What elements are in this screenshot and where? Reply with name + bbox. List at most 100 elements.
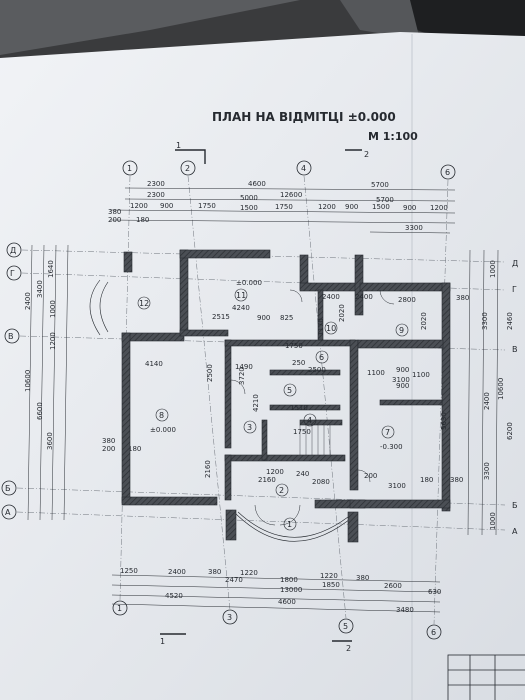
dim-left-3: 2400 [24, 292, 32, 310]
section-2-bottom: 2 [346, 644, 351, 653]
sheet-scale: М 1:100 [368, 130, 418, 143]
idim-20: 2020 [420, 312, 428, 330]
dim-top-4e: 5700 [376, 196, 394, 204]
axis-bottom-6: 6 [431, 628, 436, 637]
room-11-id: 11 [236, 291, 246, 300]
idim-8: 2500 [206, 364, 214, 382]
idim-21: 1750 [293, 428, 311, 436]
idim-11: 2500 [308, 366, 326, 374]
axis-right-D: Д [512, 259, 518, 268]
room-8-id: 8 [159, 411, 164, 420]
dim-top-4c: 180 [136, 216, 149, 224]
dim-top-3h: 1500 [372, 203, 390, 211]
axis-right-B: Б [512, 501, 518, 510]
idim-26: 200 [364, 472, 377, 480]
idim-25: 2080 [312, 478, 330, 486]
dim-right-6: 3300 [483, 462, 491, 480]
idim-10: 1510 [290, 404, 308, 412]
axis-top-2: 2 [185, 164, 190, 173]
dim-bot-1g: 380 [356, 574, 369, 582]
dim-right-1: 1000 [489, 260, 497, 278]
axis-right-A: А [512, 527, 518, 536]
idim-28: 180 [420, 476, 433, 484]
axis-top-1: 1 [127, 164, 132, 173]
dim-right-4: 10600 [497, 378, 505, 400]
top-dimension-lines [109, 187, 456, 234]
idim-24: 240 [296, 470, 309, 478]
axis-right-G: Г [512, 285, 517, 294]
idim-29: 380 [450, 476, 463, 484]
dim-top-4b: 200 [108, 216, 121, 224]
axis-left-B: Б [5, 484, 11, 493]
dim-top-3i: 900 [403, 204, 416, 212]
idim-9: 250 [292, 359, 305, 367]
dim-bot-4a: 4600 [278, 598, 296, 606]
dim-left-11: 200 [102, 445, 115, 453]
axis-left-G: Г [10, 269, 15, 278]
dim-bot-1f: 1220 [320, 572, 338, 580]
room-3-id: 3 [247, 423, 252, 432]
dim-top-3f: 1200 [318, 203, 336, 211]
idim-32: 900 [396, 382, 409, 390]
idim-6: 4210 [252, 394, 260, 412]
idim-33: 2400 [322, 293, 340, 301]
room-4-id: 4 [307, 416, 312, 425]
idim-27: 3100 [388, 482, 406, 490]
dim-bot-1c: 380 [208, 568, 221, 576]
axis-top-6: 6 [445, 168, 450, 177]
room-10-id: 10 [326, 324, 336, 333]
section-1-top: 1 [176, 141, 181, 150]
dim-left-1: 1640 [47, 260, 55, 278]
dim-bot-4b: 3480 [396, 606, 414, 614]
section-1-bottom: 1 [160, 637, 165, 646]
room-9-id: 9 [399, 326, 404, 335]
walls [121, 249, 451, 512]
dim-bot-1a: 1250 [120, 567, 138, 575]
idim-19: 2020 [338, 304, 346, 322]
room-2-id: 2 [279, 486, 284, 495]
axis-bubbles-top [122, 160, 456, 180]
dim-top-1c: 5700 [371, 181, 389, 189]
top-right-lamp [340, 0, 420, 40]
dim-top-2a: 2300 [147, 191, 165, 199]
dim-bot-1d: 1220 [240, 569, 258, 577]
porch [89, 279, 359, 543]
idim-22: 1200 [266, 468, 284, 476]
dim-right-5: 6200 [506, 422, 514, 440]
dim-bot-1b: 2400 [168, 568, 186, 576]
axis-left-V: В [8, 332, 14, 341]
dim-left-5: 1200 [49, 332, 57, 350]
dim-right-9: 380 [456, 294, 469, 302]
idim-13: 900 [396, 366, 409, 374]
dim-left-7: 6600 [36, 402, 44, 420]
axis-right-V: В [512, 345, 518, 354]
room-11-level: ±0.000 [236, 279, 262, 287]
dim-right-2: 3300 [481, 312, 489, 330]
axis-left-D: Д [10, 246, 16, 255]
dim-bot-3c: 630 [428, 588, 441, 596]
idim-0: 2515 [212, 313, 230, 321]
room-8-level: ±0.000 [150, 426, 176, 434]
dim-top-3b: 900 [160, 202, 173, 210]
dim-left-4: 1000 [49, 300, 57, 318]
dim-left-8: 3600 [46, 432, 54, 450]
dim-bot-3b: 13000 [280, 586, 302, 594]
dim-left-6: 10600 [24, 370, 32, 392]
axis-bubbles-bottom [112, 600, 442, 640]
top-left-table [0, 0, 300, 55]
idim-4: 4140 [145, 360, 163, 368]
dim-left-12: 180 [128, 445, 141, 453]
axis-bottom-5: 5 [343, 622, 348, 631]
dim-bot-2b: 1850 [322, 581, 340, 589]
idim-15: 3100 [392, 376, 410, 384]
dim-top-3e: 1750 [275, 203, 293, 211]
section-2-top: 2 [364, 150, 369, 159]
dim-bot-1e: 1800 [280, 576, 298, 584]
idim-14: 1100 [412, 371, 430, 379]
right-dimension-texts: 1000 3300 2400 10600 6200 3300 1000 2460… [456, 260, 514, 530]
sheet-title: ПЛАН НА ВІДМІТЦІ ±0.000 [212, 110, 396, 124]
idim-31: 1750 [285, 342, 303, 350]
idim-3: 4240 [232, 304, 250, 312]
dim-right-7: 1000 [489, 512, 497, 530]
